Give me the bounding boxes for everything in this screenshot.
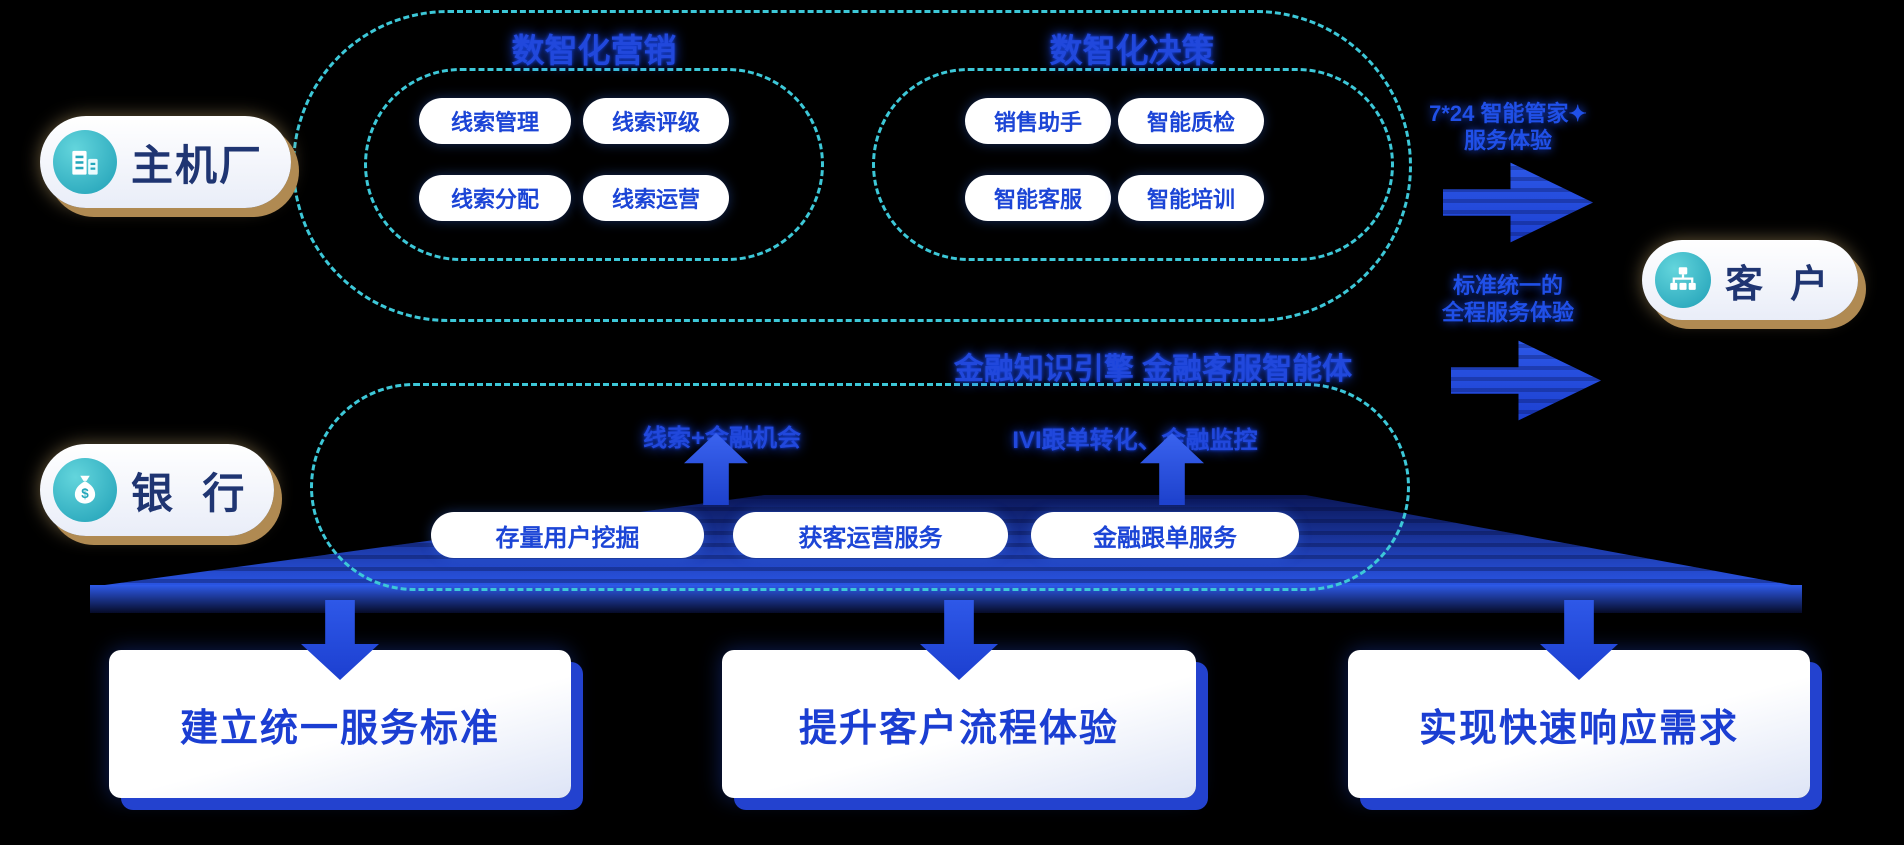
- bank-caption-right: IVI跟单转化、金融监控: [1012, 427, 1258, 454]
- building-icon: [53, 130, 117, 194]
- actor-customer: 客 户: [1642, 240, 1859, 320]
- actor-oem-label: 主机厂: [131, 141, 264, 189]
- money-bag-icon: $: [53, 458, 117, 522]
- decision-item: 智能培训: [1118, 175, 1264, 221]
- flow-label-bottom: 标准统一的 全程服务体验: [1408, 272, 1608, 326]
- marketing-item: 线索评级: [583, 98, 729, 144]
- goal-card-label: 建立统一服务标准: [179, 707, 500, 750]
- bank-service-pill: 金融跟单服务: [1031, 512, 1299, 558]
- marketing-item: 线索管理: [419, 98, 571, 144]
- decision-group-box: [872, 68, 1394, 261]
- flow-label-bottom-line1: 标准统一的: [1452, 273, 1563, 298]
- bank-service-pill: 存量用户挖掘: [431, 512, 704, 558]
- decision-item: 销售助手: [965, 98, 1111, 144]
- right-flow-arrow: [1443, 162, 1593, 243]
- flow-label-bottom-line2: 全程服务体验: [1441, 300, 1574, 325]
- actor-bank: $ 银 行: [40, 444, 275, 536]
- decision-group-title: 数智化决策: [1049, 32, 1215, 69]
- bank-service-region: [310, 383, 1410, 591]
- svg-text:$: $: [81, 486, 89, 501]
- customer-network-icon: [1655, 252, 1711, 308]
- decision-item: 智能质检: [1118, 98, 1264, 144]
- marketing-item: 线索分配: [419, 175, 571, 221]
- goal-card: 实现快速响应需求: [1348, 650, 1810, 798]
- marketing-item: 线索运营: [583, 175, 729, 221]
- marketing-group-box: [364, 68, 824, 261]
- actor-bank-label: 银 行: [131, 469, 247, 517]
- actor-customer-label: 客 户: [1725, 263, 1831, 306]
- flow-label-top: 7*24 智能管家✦ 服务体验: [1408, 100, 1608, 154]
- bank-service-pill: 获客运营服务: [733, 512, 1008, 558]
- sparkle-icon: ✦: [1568, 101, 1587, 126]
- marketing-group-title: 数智化营销: [511, 32, 677, 69]
- actor-oem: 主机厂: [40, 116, 292, 208]
- flow-label-top-line1: 7*24 智能管家✦: [1429, 101, 1587, 126]
- decision-item: 智能客服: [965, 175, 1111, 221]
- oem-capability-region: [292, 10, 1412, 322]
- flow-label-top-line2: 服务体验: [1463, 128, 1552, 153]
- right-flow-arrow: [1451, 340, 1601, 421]
- goal-card-label: 提升客户流程体验: [798, 707, 1119, 750]
- middle-caption: 金融知识引擎 金融客服智能体: [953, 353, 1353, 386]
- goal-card-label: 实现快速响应需求: [1418, 707, 1739, 750]
